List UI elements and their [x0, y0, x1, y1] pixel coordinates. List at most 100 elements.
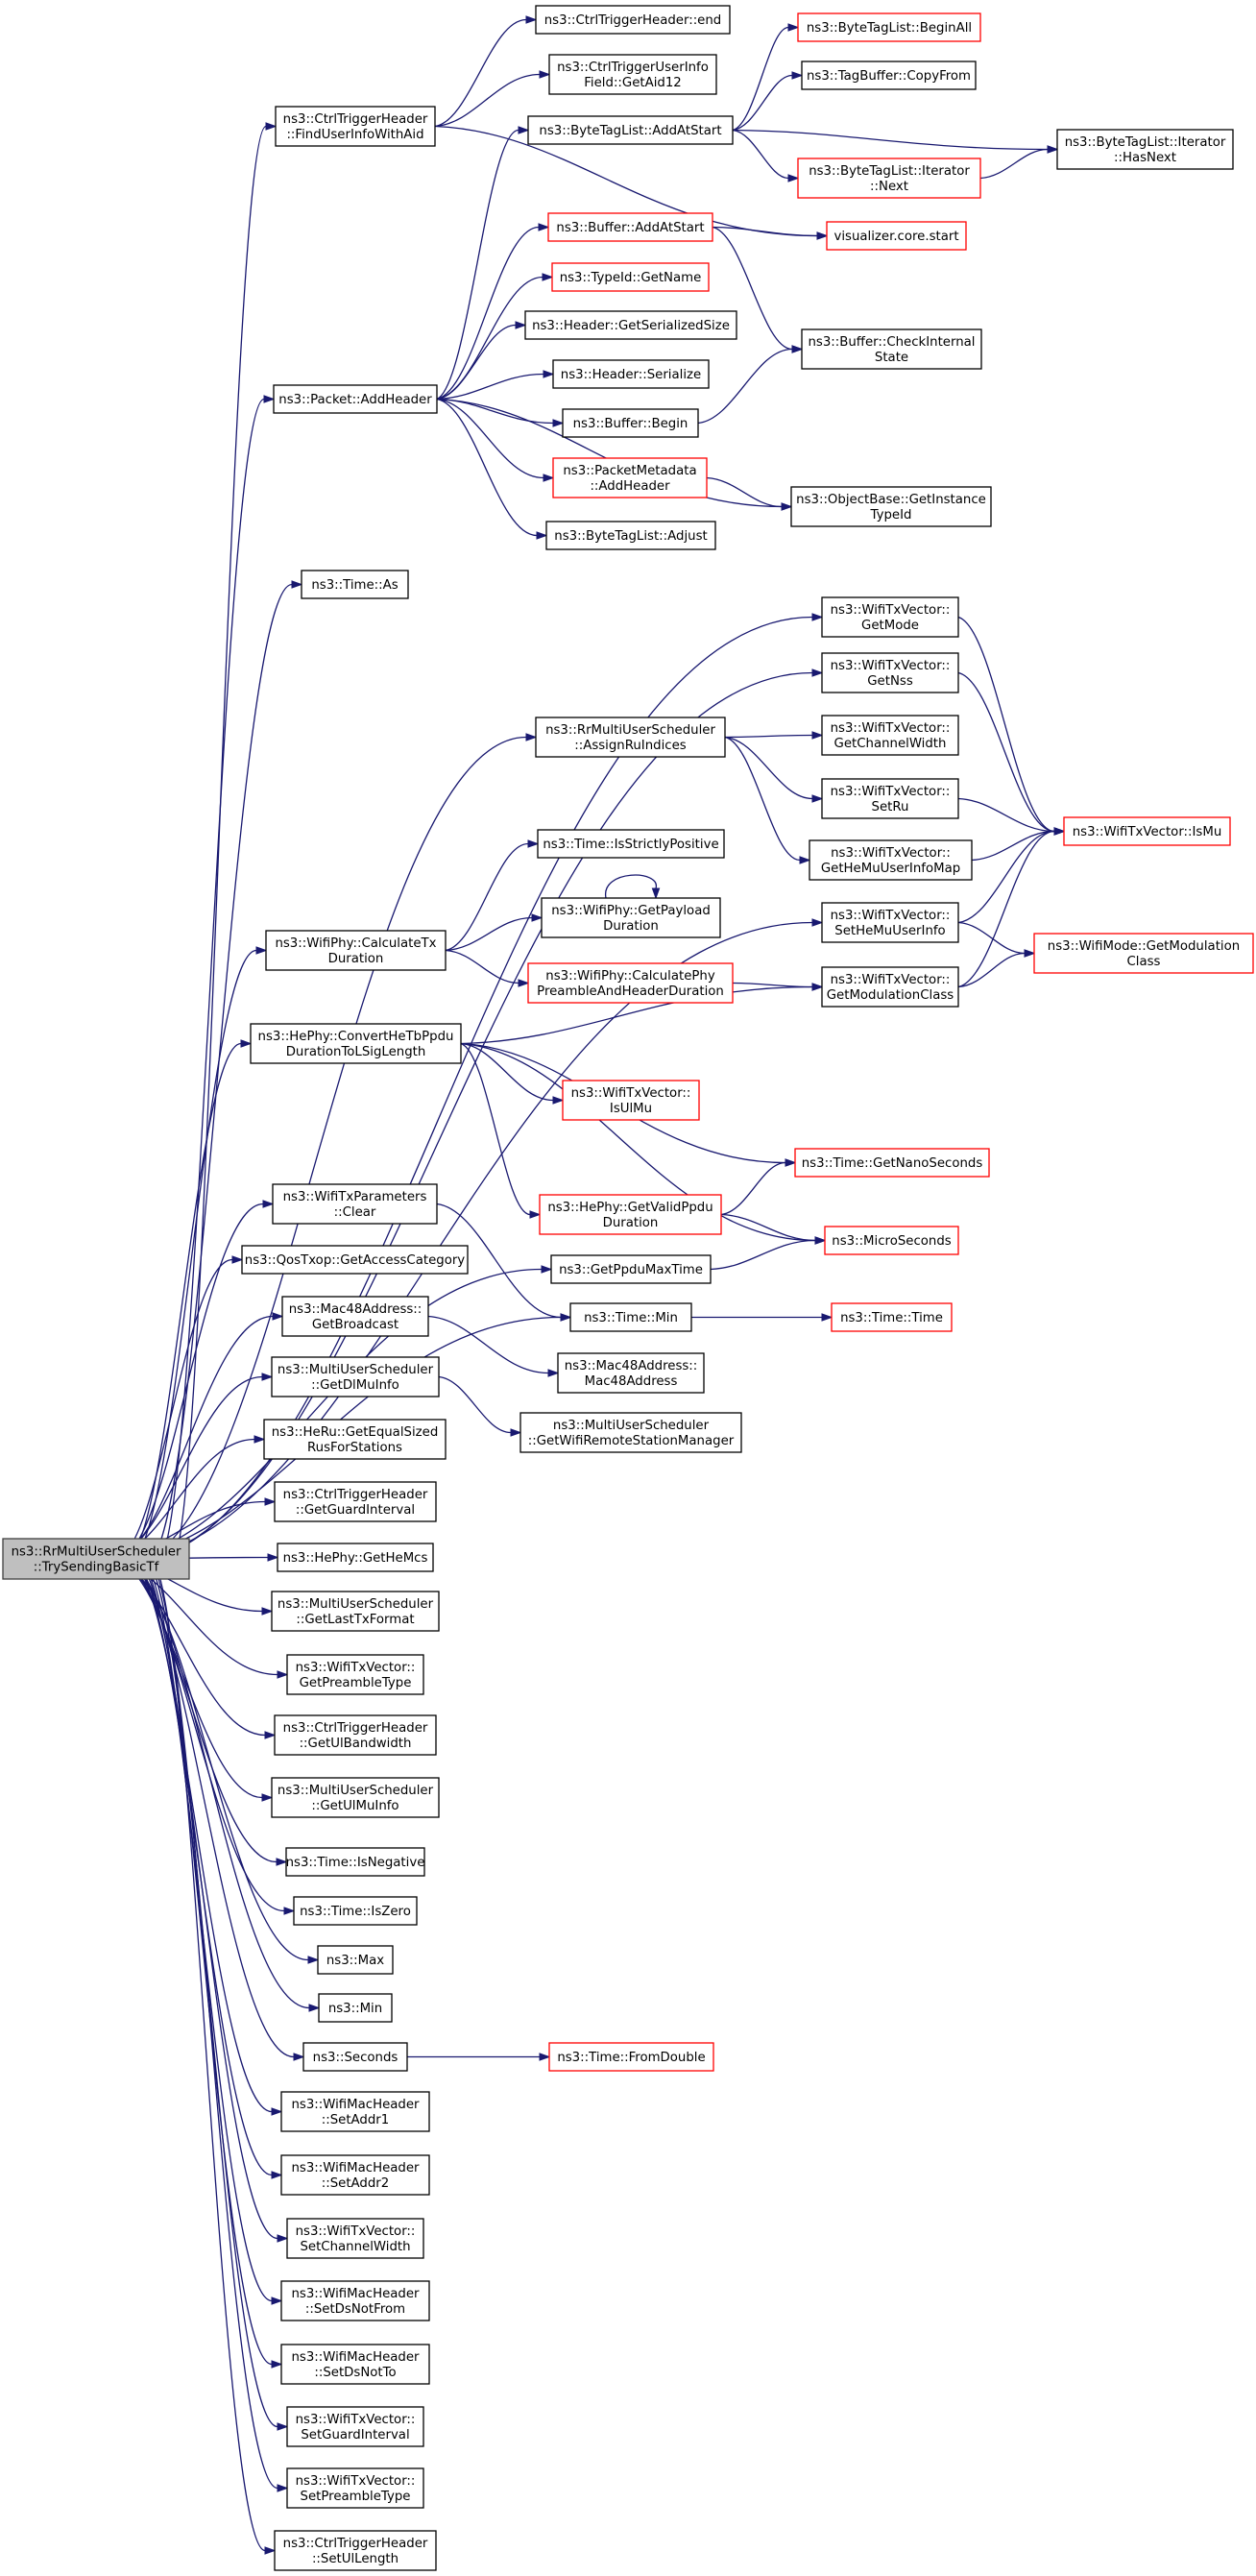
node-tx-params-clear[interactable]: ns3::WifiTxParameters::Clear: [272, 1183, 438, 1225]
node-he-phy-convert[interactable]: ns3::HePhy::ConvertHeTbPpduDurationToLSi…: [250, 1023, 462, 1064]
edge-pkt-add-header-to-pm-add-header: [436, 398, 555, 482]
node-mac-set-addr1[interactable]: ns3::WifiMacHeader::SetAddr1: [280, 2091, 430, 2132]
node-qos-get-ac[interactable]: ns3::QosTxop::GetAccessCategory: [241, 1245, 469, 1275]
node-mus-get-last-tx[interactable]: ns3::MultiUserScheduler::GetLastTxFormat: [271, 1591, 440, 1632]
node-time-is-neg[interactable]: ns3::Time::IsNegative: [285, 1847, 425, 1877]
node-txv-set-gi[interactable]: ns3::WifiTxVector::SetGuardInterval: [286, 2406, 424, 2447]
node-time-is-zero[interactable]: ns3::Time::IsZero: [293, 1896, 418, 1926]
edge-he-phy-convert-to-he-phy-get-valid: [460, 1042, 542, 1219]
node-hdr-get-ser-size[interactable]: ns3::Header::GetSerializedSize: [524, 310, 737, 340]
node-txv-is-ul-mu[interactable]: ns3::WifiTxVector::IsUlMu: [562, 1080, 700, 1121]
node-box: [562, 1080, 700, 1121]
node-box: [277, 1543, 434, 1572]
edge-find-user-to-get-aid12: [434, 70, 551, 128]
node-time-as[interactable]: ns3::Time::As: [301, 570, 409, 599]
node-txv-get-mod-class[interactable]: ns3::WifiTxVector::GetModulationClass: [821, 966, 959, 1008]
node-ctrl-end[interactable]: ns3::CtrlTriggerHeader::end: [535, 5, 731, 35]
node-copy-from[interactable]: ns3::TagBuffer::CopyFrom: [801, 61, 977, 90]
node-label: ns3::Mac48Address::: [289, 1302, 423, 1317]
node-txv-get-mode[interactable]: ns3::WifiTxVector::GetMode: [821, 596, 959, 638]
node-mus-get-wrsm[interactable]: ns3::MultiUserScheduler::GetWifiRemoteSt…: [519, 1412, 742, 1453]
node-ctrl-set-ul-len[interactable]: ns3::CtrlTriggerHeader::SetUlLength: [274, 2530, 437, 2571]
node-txv-set-preamble[interactable]: ns3::WifiTxVector::SetPreambleType: [286, 2467, 424, 2509]
node-mac-set-ds-not-from[interactable]: ns3::WifiMacHeader::SetDsNotFrom: [280, 2280, 430, 2321]
node-iter-has-next[interactable]: ns3::ByteTagList::Iterator::HasNext: [1056, 129, 1234, 170]
node-label: ::SetAddr1: [322, 2113, 389, 2127]
node-buf-begin[interactable]: ns3::Buffer::Begin: [562, 408, 699, 438]
node-micro-seconds[interactable]: ns3::MicroSeconds: [824, 1226, 959, 1255]
edge-line: [979, 148, 1049, 180]
node-root[interactable]: ns3::RrMultiUserScheduler::TrySendingBas…: [2, 1538, 190, 1580]
node-time-min[interactable]: ns3::Time::Min: [569, 1302, 692, 1332]
node-box: [821, 596, 959, 638]
node-type-id-get-name[interactable]: ns3::TypeId::GetName: [551, 262, 710, 292]
node-mode-get-mod-class[interactable]: ns3::WifiMode::GetModulationClass: [1033, 933, 1254, 974]
node-assign-ru[interactable]: ns3::RrMultiUserScheduler::AssignRuIndic…: [535, 717, 726, 758]
node-box: [286, 2467, 424, 2509]
node-buf-add-at-start[interactable]: ns3::Buffer::AddAtStart: [547, 212, 713, 242]
node-ns-seconds[interactable]: ns3::Seconds: [302, 2042, 408, 2072]
edge-line: [436, 324, 517, 401]
node-viz-start[interactable]: visualizer.core.start: [826, 221, 967, 251]
node-tag-add-at-start[interactable]: ns3::ByteTagList::AddAtStart: [527, 115, 734, 145]
node-time-get-nano[interactable]: ns3::Time::GetNanoSeconds: [794, 1148, 990, 1178]
node-txv-set-ch-w[interactable]: ns3::WifiTxVector::SetChannelWidth: [286, 2218, 424, 2259]
edge-ns-seconds-to-time-from-double: [406, 2053, 551, 2061]
node-txv-get-ch-w[interactable]: ns3::WifiTxVector::GetChannelWidth: [821, 715, 959, 756]
node-pkt-add-header[interactable]: ns3::Packet::AddHeader: [273, 384, 438, 414]
node-mus-get-dl-mu[interactable]: ns3::MultiUserScheduler::GetDlMuInfo: [271, 1356, 440, 1397]
node-time-from-double[interactable]: ns3::Time::FromDouble: [548, 2042, 714, 2072]
node-label: TypeId: [870, 508, 912, 522]
edge-tx-params-clear-to-time-min: [436, 1203, 572, 1322]
edge-he-phy-get-valid-to-micro-seconds: [720, 1213, 827, 1245]
node-ns-min[interactable]: ns3::Min: [318, 1993, 393, 2023]
node-txv-set-he-mu[interactable]: ns3::WifiTxVector::SetHeMuUserInfo: [821, 902, 959, 943]
node-hdr-serialize[interactable]: ns3::Header::Serialize: [552, 359, 710, 389]
node-pm-add-header[interactable]: ns3::PacketMetadata::AddHeader: [552, 457, 708, 498]
node-txv-set-ru[interactable]: ns3::WifiTxVector::SetRu: [821, 778, 959, 819]
node-txv-get-he-mu-map[interactable]: ns3::WifiTxVector::GetHeMuUserInfoMap: [809, 839, 973, 881]
node-tag-adjust[interactable]: ns3::ByteTagList::Adjust: [545, 521, 716, 550]
node-ctrl-get-ul-bw[interactable]: ns3::CtrlTriggerHeader::GetUlBandwidth: [274, 1714, 437, 1756]
node-label: ::HasNext: [1114, 151, 1176, 165]
node-label: SetRu: [872, 800, 909, 814]
edge-arrowhead: [307, 1956, 320, 1964]
node-label: ns3::WifiTxParameters: [283, 1190, 427, 1204]
node-time-is-strict-pos[interactable]: ns3::Time::IsStrictlyPositive: [537, 829, 725, 859]
node-ctrl-get-gi[interactable]: ns3::CtrlTriggerHeader::GetGuardInterval: [274, 1481, 437, 1522]
node-txv-is-mu[interactable]: ns3::WifiTxVector::IsMu: [1063, 816, 1231, 846]
node-label: visualizer.core.start: [833, 230, 958, 244]
node-iter-next[interactable]: ns3::ByteTagList::Iterator::Next: [797, 158, 981, 199]
node-begin-all[interactable]: ns3::ByteTagList::BeginAll: [797, 12, 981, 42]
node-box: [271, 1591, 440, 1632]
node-box: [824, 1226, 959, 1255]
node-box: [797, 12, 981, 42]
node-mus-get-ul-mu[interactable]: ns3::MultiUserScheduler::GetUlMuInfo: [271, 1777, 440, 1818]
node-txv-get-nss[interactable]: ns3::WifiTxVector::GetNss: [821, 652, 959, 693]
edge-arrowhead: [261, 1373, 274, 1381]
node-phy-calc-preamble[interactable]: ns3::WifiPhy::CalculatePhyPreambleAndHea…: [527, 962, 734, 1004]
edge-arrowhead: [271, 2107, 283, 2116]
edge-line: [111, 1558, 266, 1737]
node-he-phy-get-mcs[interactable]: ns3::HePhy::GetHeMcs: [277, 1543, 434, 1572]
edge-arrowhead: [293, 2053, 305, 2061]
node-label: ns3::Time::Min: [584, 1311, 678, 1325]
node-mac-ctor[interactable]: ns3::Mac48Address::Mac48Address: [557, 1352, 705, 1394]
node-mac-get-bcast[interactable]: ns3::Mac48Address::GetBroadcast: [281, 1296, 429, 1337]
node-get-ppdu-max[interactable]: ns3::GetPpduMaxTime: [550, 1254, 712, 1284]
node-mac-set-ds-not-to[interactable]: ns3::WifiMacHeader::SetDsNotTo: [280, 2344, 430, 2385]
edge-line: [152, 1558, 266, 2552]
node-ns-max[interactable]: ns3::Max: [317, 1945, 394, 1975]
node-box: [826, 221, 967, 251]
node-time-time[interactable]: ns3::Time::Time: [831, 1302, 953, 1332]
node-find-user[interactable]: ns3::CtrlTriggerHeader::FindUserInfoWith…: [275, 106, 436, 147]
node-txv-get-preamble[interactable]: ns3::WifiTxVector::GetPreambleType: [286, 1654, 424, 1695]
node-mac-set-addr2[interactable]: ns3::WifiMacHeader::SetAddr2: [280, 2154, 430, 2196]
